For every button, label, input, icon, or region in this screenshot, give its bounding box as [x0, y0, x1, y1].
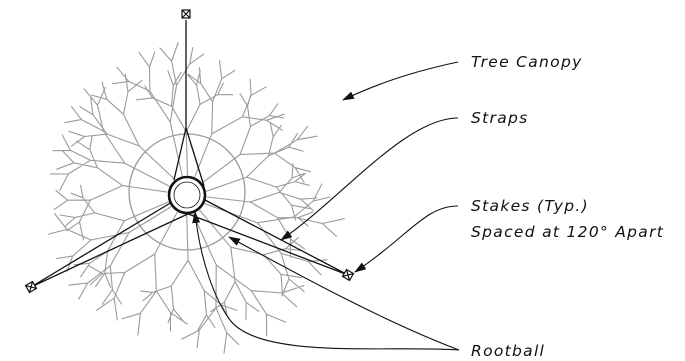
leader-lines: [192, 61, 460, 351]
leader-canopy: [342, 61, 459, 101]
leader-rootball-to-trunk: [192, 211, 460, 351]
stake-left-icon: [24, 280, 38, 294]
strap-top-right: [185, 127, 205, 187]
straps: [30, 127, 349, 288]
tree-trunk: [167, 175, 207, 215]
stake-top-icon: [181, 9, 191, 19]
label-tree-canopy: Tree Canopy: [471, 53, 583, 71]
leader-straps: [280, 117, 459, 241]
strap-left-upper: [30, 201, 173, 288]
strap-left-lower: [30, 211, 193, 288]
leader-rootball-to-zone: [228, 236, 460, 351]
strap-right-upper: [204, 199, 349, 276]
label-stakes-spacing: Spaced at 120° Apart: [471, 223, 664, 241]
label-stakes: Stakes (Typ.): [471, 197, 589, 215]
label-rootball: Rootball: [471, 342, 545, 360]
stake-right-icon: [341, 268, 355, 282]
strap-top-left: [173, 127, 187, 181]
rootball-zone-circle: [128, 133, 246, 251]
strap-right-lower: [182, 211, 349, 276]
label-straps: Straps: [471, 109, 529, 127]
leader-stakes: [354, 205, 459, 273]
